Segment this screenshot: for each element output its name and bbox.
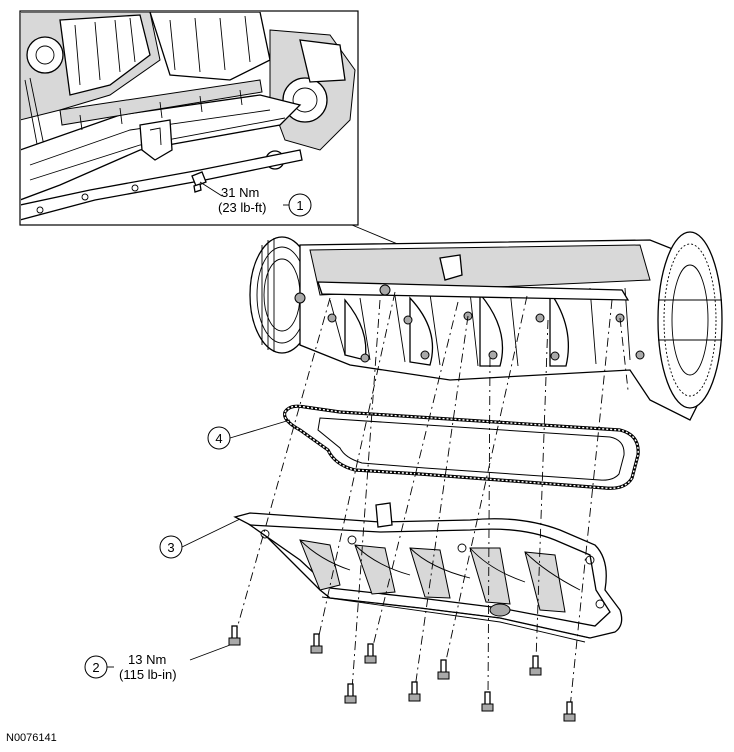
callout-4-circle — [207, 426, 231, 450]
inset-engine-closeup — [21, 12, 356, 221]
figure-id: N0076141 — [6, 732, 57, 744]
oil-pan — [233, 502, 623, 643]
callout-2-number: 2 — [92, 660, 99, 675]
oil-pan-gasket — [282, 404, 640, 490]
inset-bolt-icon — [191, 171, 207, 193]
callout-4-number: 4 — [215, 431, 222, 446]
callout-1-circle — [288, 193, 312, 217]
callout-4-leader — [229, 419, 291, 439]
bolt-icon — [563, 701, 576, 722]
bolt-icon — [310, 633, 323, 654]
oil-pan-bolts — [228, 625, 576, 722]
callout-3-circle — [159, 535, 183, 559]
flywheel — [657, 231, 723, 409]
bolt-alignment-lines — [235, 291, 629, 709]
callout-2-torque-alt: (115 lb-in) — [119, 667, 177, 682]
callout-1-torque-alt: (23 lb-ft) — [218, 200, 266, 215]
bolt-icon — [408, 681, 421, 702]
bolt-icon — [481, 691, 494, 712]
callout-1-torque: 31 Nm — [221, 185, 259, 200]
callout-2-circle — [84, 655, 108, 679]
engine-bolt-holes — [294, 284, 645, 363]
bolt-icon — [344, 683, 357, 704]
callout-3-leader — [181, 518, 241, 548]
callout-2-torque: 13 Nm — [128, 652, 166, 667]
engine-block — [249, 231, 723, 421]
callout-3-number: 3 — [167, 540, 174, 555]
detail-inset: 31 Nm (23 lb-ft) 1 — [19, 10, 449, 266]
bolt-icon — [228, 625, 241, 646]
engine-pan-rail — [317, 281, 630, 301]
callout-2-leader — [189, 644, 231, 661]
bolt-icon — [364, 643, 377, 664]
callout-1-number: 1 — [296, 198, 303, 213]
bolt-icon — [437, 659, 450, 680]
bolt-icon — [529, 655, 542, 676]
